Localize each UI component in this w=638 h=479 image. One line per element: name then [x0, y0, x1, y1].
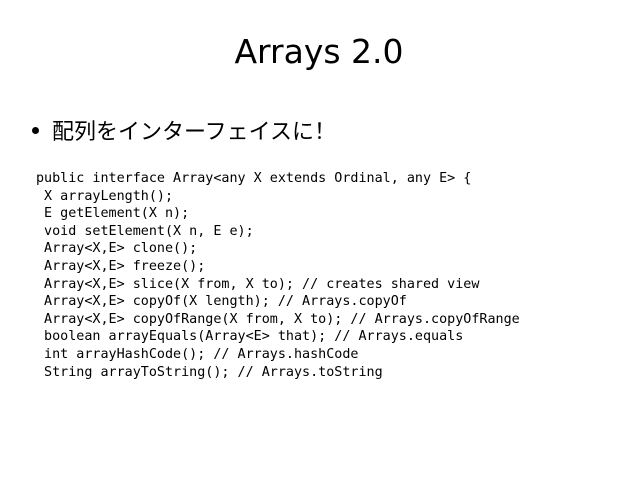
code-block: public interface Array<any X extends Ord… — [36, 170, 631, 381]
code-line: Array<X,E> slice(X from, X to); // creat… — [36, 276, 480, 292]
code-line: E getElement(X n); — [36, 206, 190, 222]
bullet-text: 配列をインターフェイスに！ — [52, 120, 337, 145]
code-line: Array<X,E> freeze(); — [36, 258, 206, 274]
slide-title: Arrays 2.0 — [234, 32, 404, 71]
code-line: X arrayLength(); — [36, 188, 174, 204]
code-line: boolean arrayEquals(Array<E> that); // A… — [36, 329, 464, 345]
code-line: Array<X,E> copyOfRange(X from, X to); //… — [36, 311, 520, 327]
code-line: void setElement(X n, E e); — [36, 223, 254, 239]
code-line: Array<X,E> copyOf(X length); // Arrays.c… — [36, 294, 407, 310]
code-line: public interface Array<any X extends Ord… — [36, 171, 472, 186]
bullet-dot-icon — [32, 126, 39, 134]
code-line: String arrayToString(); // Arrays.toStri… — [36, 364, 383, 380]
bullet-item: 配列をインターフェイスに！ — [32, 112, 336, 148]
code-line: int arrayHashCode(); // Arrays.hashCode — [36, 346, 359, 362]
code-line: Array<X,E> clone(); — [36, 241, 198, 257]
